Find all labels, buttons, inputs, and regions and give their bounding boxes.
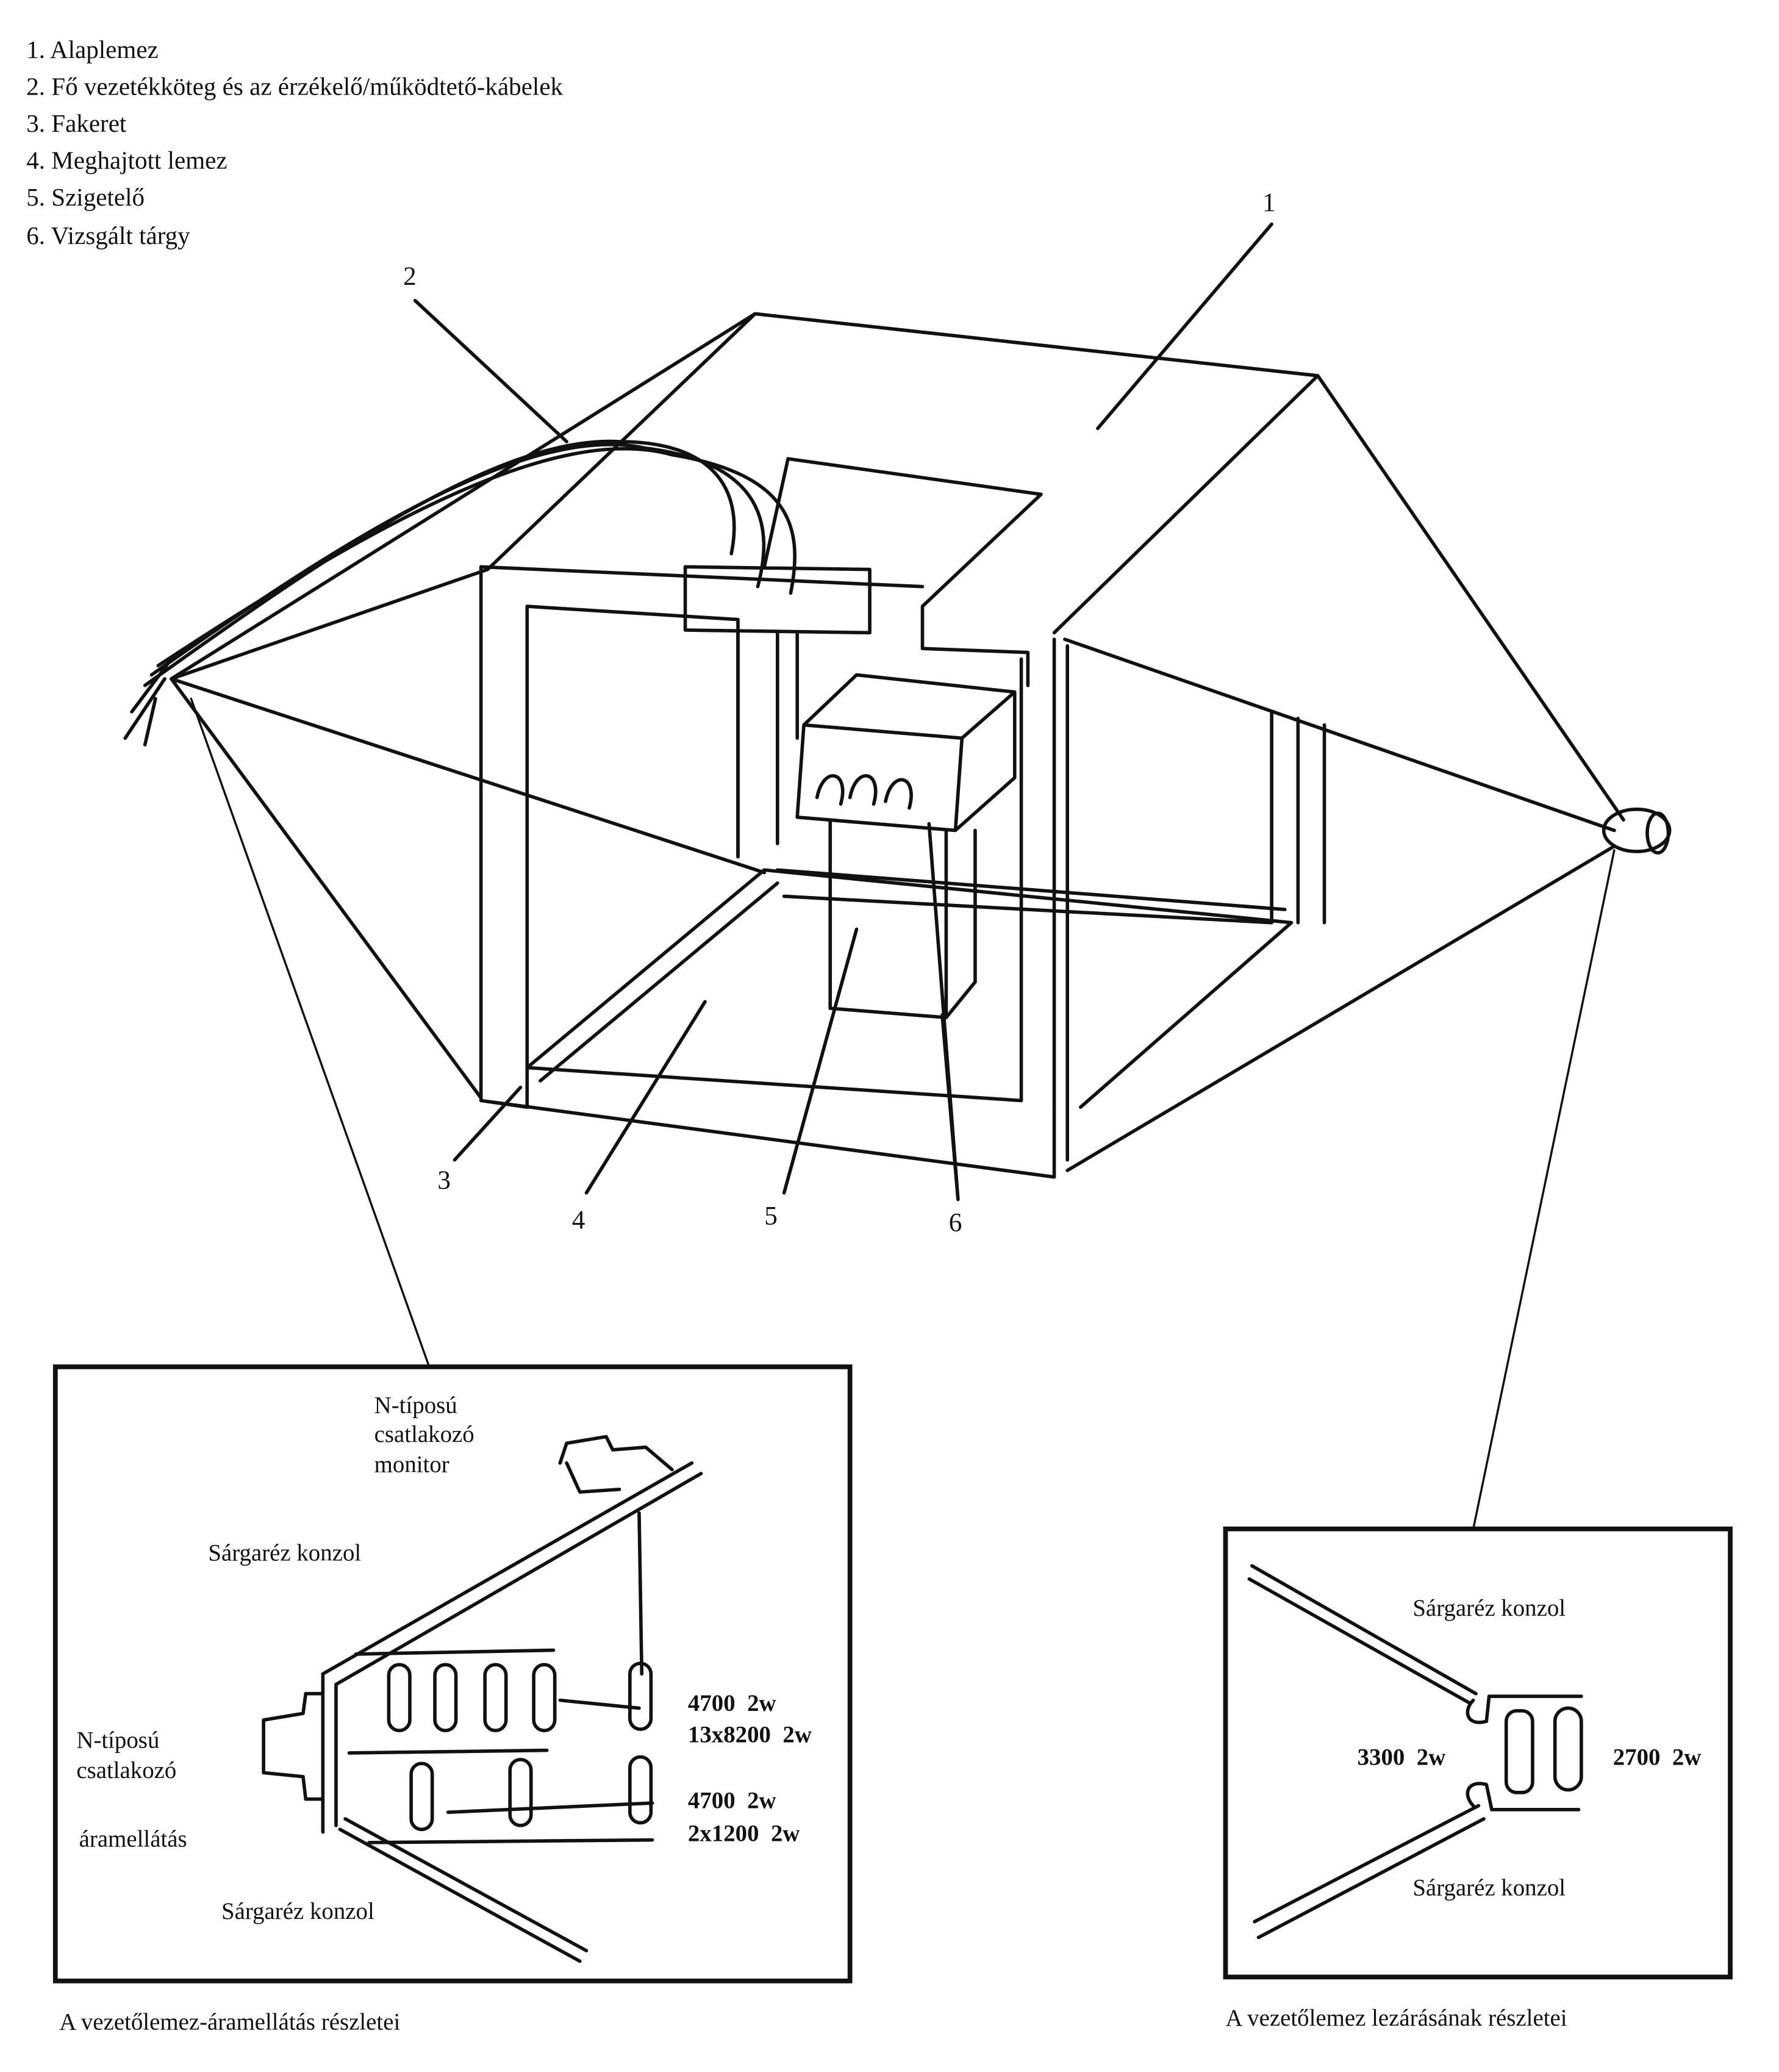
callout-6: 6 — [949, 1208, 962, 1237]
resistor-frame — [1466, 1694, 1583, 1812]
legend-item: 3. Fakeret — [26, 109, 127, 137]
tem-cell-drawing — [123, 222, 1672, 1530]
resistor-label: 13x8200 2w — [688, 1722, 812, 1748]
callout-5: 5 — [764, 1201, 778, 1230]
top-plate — [762, 457, 1043, 687]
supply-label: áramellátás — [79, 1826, 187, 1852]
right-detail-caption: A vezetőlemez lezárásának részletei — [1225, 2005, 1567, 2031]
bracket-label-bottom: Sárgaréz konzol — [1412, 1874, 1566, 1901]
left-detail-caption: A vezetőlemez-áramellátás részletei — [59, 2009, 400, 2035]
resistor-label-right: 2700 2w — [1613, 1744, 1702, 1770]
test-object — [795, 673, 1017, 833]
power-supply-detail: N-típosú csatlakozó monitor Sárgaréz kon… — [52, 1364, 853, 2035]
termination-detail: Sárgaréz konzol Sárgaréz konzol 3300 2w … — [1223, 1526, 1733, 2031]
resistor-label: 4700 2w — [688, 1690, 776, 1716]
callout-4: 4 — [572, 1205, 585, 1235]
legend-item: 1. Alaplemez — [26, 35, 159, 63]
cable-block — [683, 565, 872, 859]
supply-connector-label: N-típosú — [76, 1727, 159, 1753]
monitor-connector-icon — [558, 1435, 674, 1676]
wooden-frame — [479, 565, 1326, 1179]
monitor-connector-label: N-típosú — [374, 1392, 457, 1418]
monitor-connector-label: csatlakozó — [374, 1421, 474, 1447]
resistor-icons — [387, 1662, 653, 1832]
resistor-icon — [1504, 1708, 1534, 1794]
callout-2: 2 — [403, 262, 417, 291]
monitor-connector-label: monitor — [374, 1452, 449, 1478]
bracket-label-top: Sárgaréz konzol — [1412, 1595, 1566, 1621]
brass-bracket-bottom — [1253, 1804, 1486, 1940]
legend-item: 2. Fő vezetékköteg és az érzékelő/működt… — [26, 73, 563, 101]
bracket-label-bottom: Sárgaréz konzol — [221, 1898, 374, 1924]
leader-lines — [413, 222, 1273, 1202]
resistor-block — [347, 1648, 654, 1844]
callout-1: 1 — [1262, 188, 1276, 217]
supply-connector-label: csatlakozó — [76, 1757, 176, 1783]
cable-bundle — [123, 439, 796, 747]
legend-item: 4. Meghajtott lemez — [26, 146, 227, 174]
legend: 1. Alaplemez 2. Fő vezetékköteg és az ér… — [26, 35, 563, 249]
resistor-label: 4700 2w — [688, 1788, 776, 1814]
resistor-label-left: 3300 2w — [1358, 1744, 1446, 1770]
legend-item: 6. Vizsgált tárgy — [26, 221, 190, 249]
supply-connector-icon — [262, 1691, 325, 1801]
resistor-label: 2x1200 2w — [688, 1821, 800, 1847]
bracket-label-top: Sárgaréz konzol — [208, 1540, 361, 1566]
brass-bracket-top — [1247, 1564, 1478, 1705]
resistor-icon — [1553, 1706, 1583, 1792]
legend-item: 5. Szigetelő — [26, 183, 145, 211]
callout-3: 3 — [437, 1166, 451, 1195]
insulator — [828, 818, 977, 1020]
brass-bracket-top — [321, 1461, 703, 1834]
callouts: 1 2 3 4 5 6 — [403, 188, 1275, 1237]
